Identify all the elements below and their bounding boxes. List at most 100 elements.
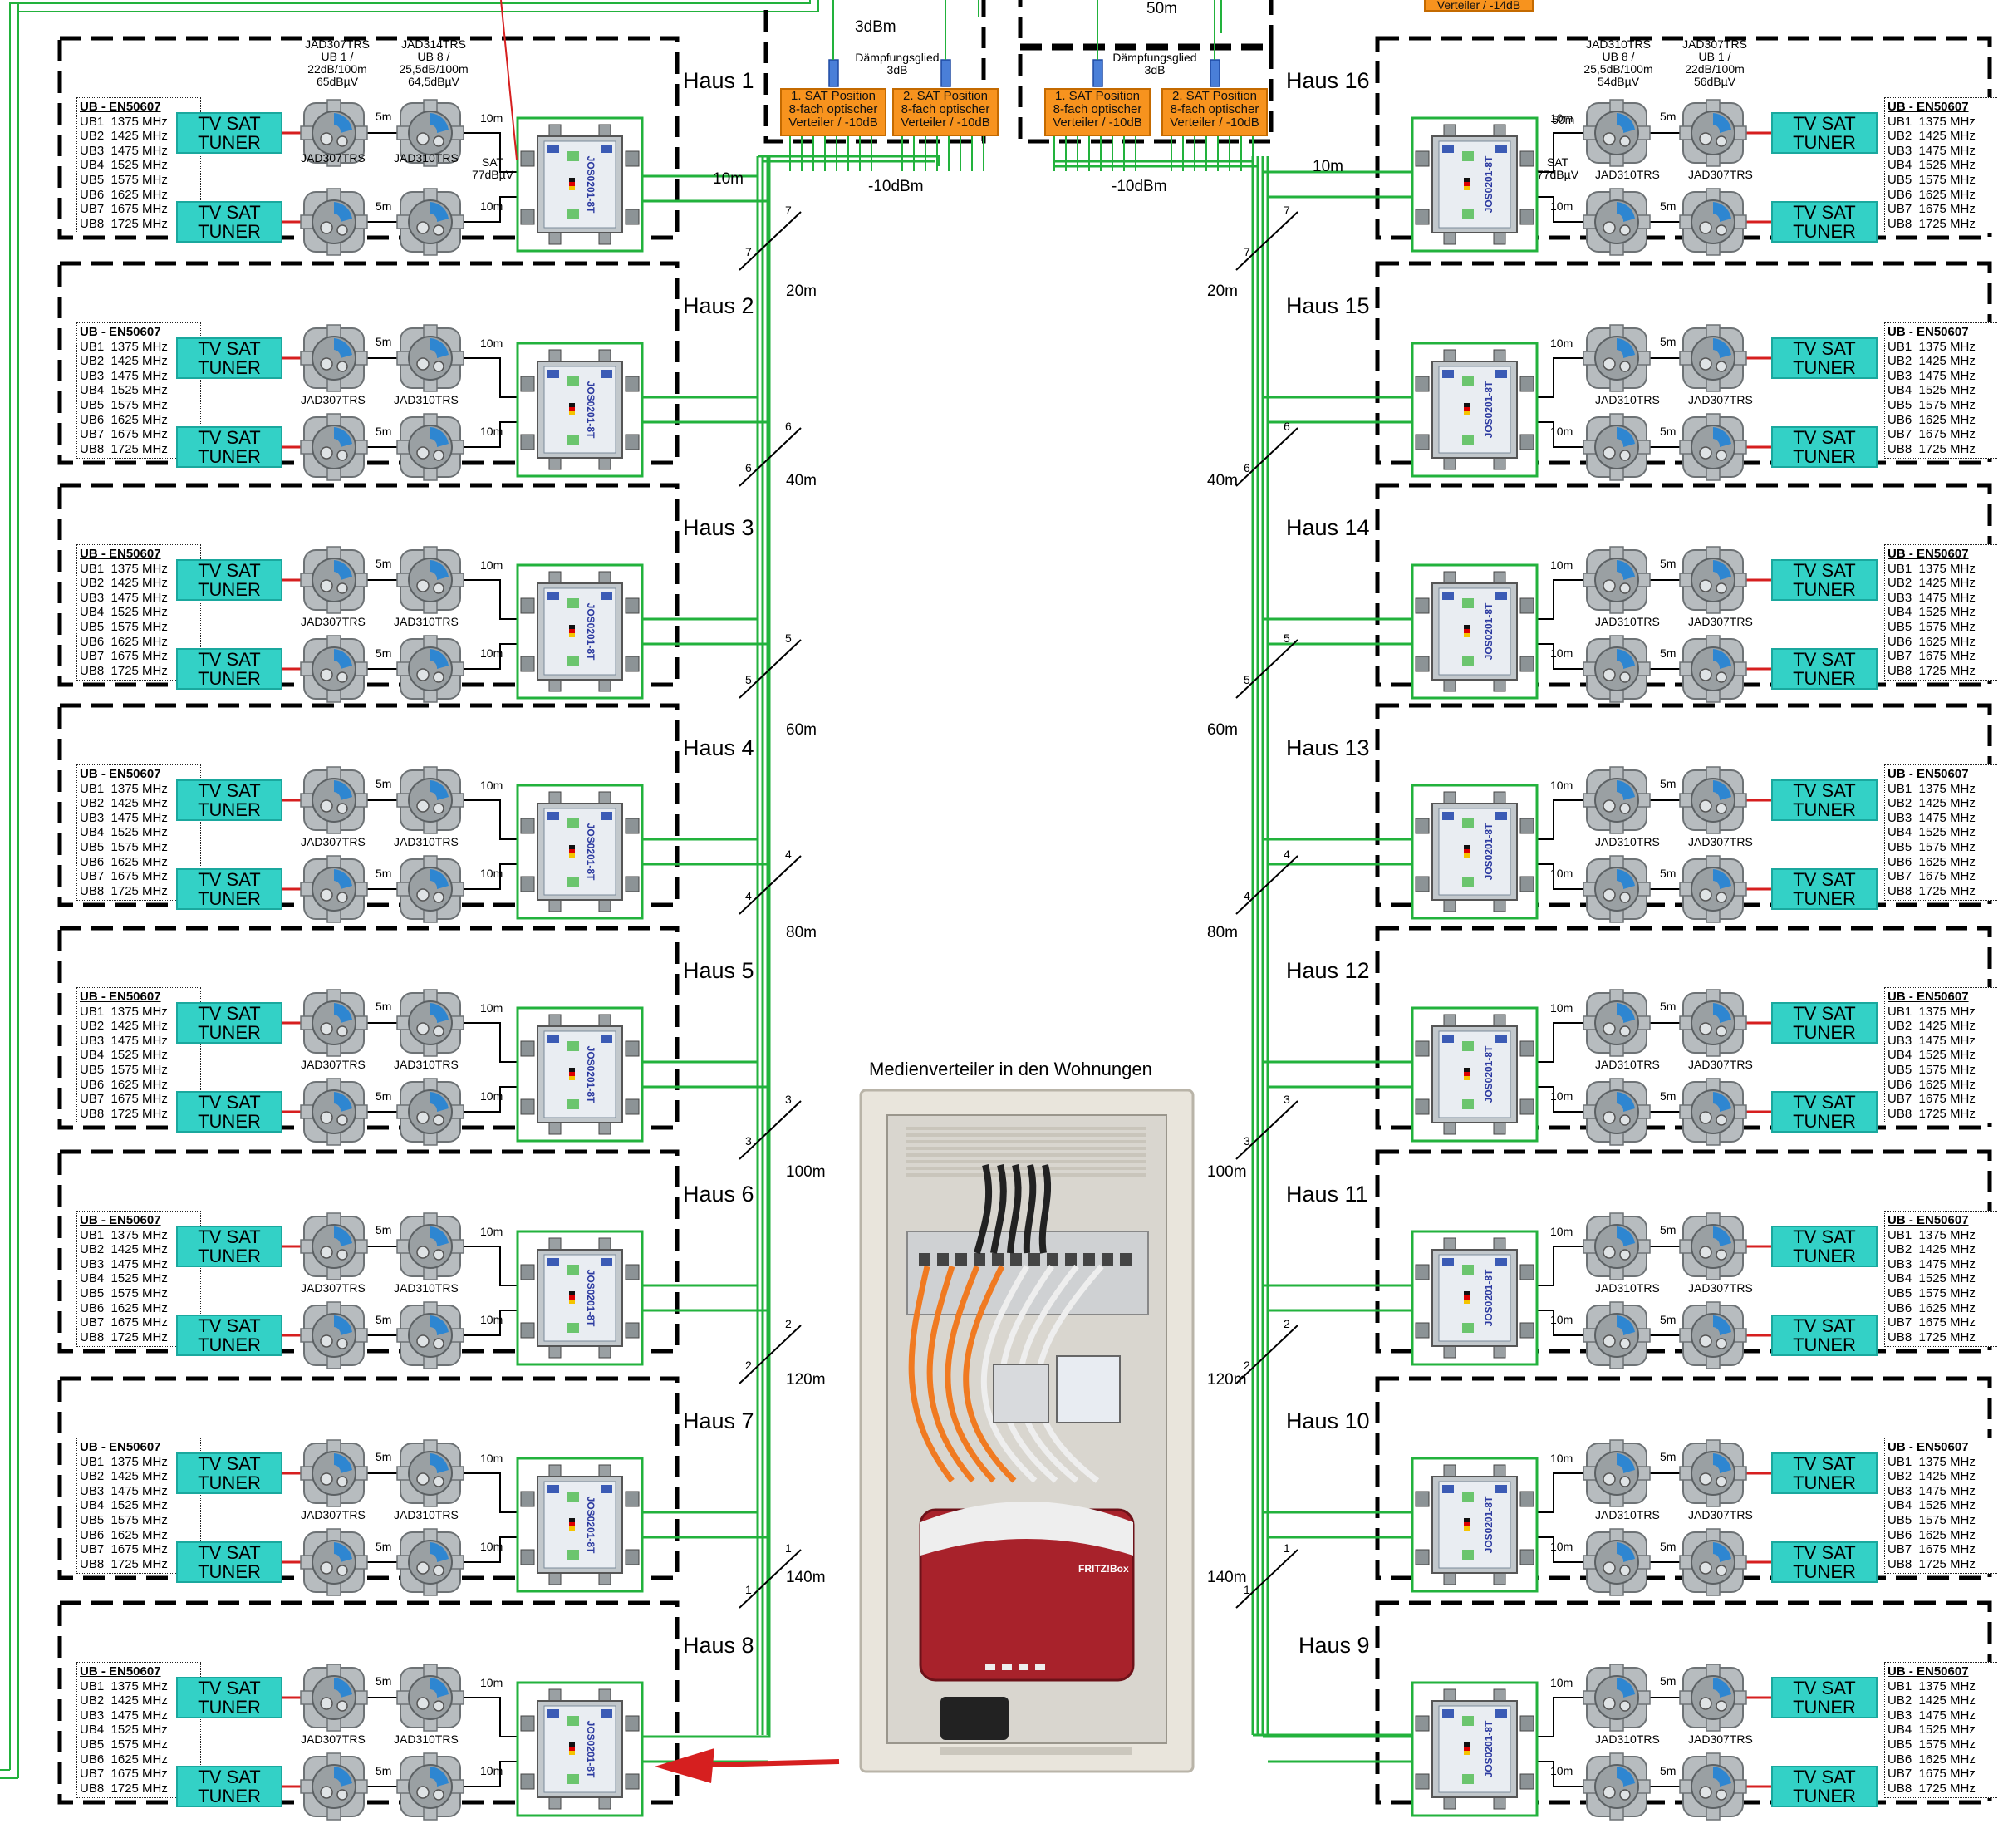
spec-line: UB 1 / — [321, 50, 354, 63]
bundle-count: 2 — [1244, 1359, 1250, 1372]
ub-list-row: UB1 1375 MHz — [80, 781, 168, 796]
tuner-line: TUNER — [198, 1561, 261, 1582]
coax-cable — [464, 1697, 517, 1737]
ub-list-row: UB7 1675 MHz — [80, 1315, 168, 1330]
coax-cable — [464, 1022, 517, 1063]
cable-length-label: 5m — [1660, 1223, 1676, 1236]
spec-line: JAD314TRS — [401, 37, 466, 51]
unicable-multiswitch: JOS0201-8T — [516, 1230, 644, 1366]
coax-cable — [464, 1761, 517, 1787]
bundle-count: 1 — [1284, 1541, 1290, 1555]
signal-level: -10dBm — [1112, 178, 1167, 195]
antenna-socket — [300, 188, 368, 256]
bundle-distance: 20m — [1207, 283, 1238, 300]
bundle-count: 6 — [745, 461, 752, 474]
coax-cable — [1537, 1086, 1583, 1113]
coax-cable — [1537, 1761, 1583, 1787]
bundle-count: 6 — [785, 420, 792, 433]
bundle-count: 4 — [785, 848, 792, 861]
ub-list-row: UB1 1375 MHz — [1888, 339, 1976, 354]
splitter-line: 2. SAT Position — [1172, 89, 1257, 103]
device-model-label: JOS0201-8T — [1483, 602, 1495, 660]
cable-length-label: 5m — [1660, 1764, 1676, 1777]
bundle-count: 2 — [785, 1317, 792, 1330]
bundle-distance: 40m — [1207, 472, 1238, 489]
house-label: Haus 9 — [1298, 1633, 1370, 1658]
ub-list-row: UB3 1475 MHz — [1888, 810, 1976, 825]
ub-list-row: UB5 1575 MHz — [80, 397, 168, 412]
tuner-line: TUNER — [1793, 1111, 1856, 1132]
socket-model-label: JAD310TRS — [394, 1058, 459, 1071]
signal-level: -10dBm — [868, 178, 924, 195]
unicable-multiswitch: JOS0201-8T — [516, 1006, 644, 1143]
splitter-line: 1. SAT Position — [791, 89, 876, 103]
tuner-line: TUNER — [198, 888, 261, 909]
ub-list-row: UB4 1525 MHz — [1888, 158, 1976, 173]
antenna-socket — [396, 546, 464, 614]
antenna-socket — [300, 1078, 368, 1146]
ub-list-row: UB4 1525 MHz — [1888, 1498, 1976, 1513]
socket-model-label: JAD307TRS — [301, 1508, 366, 1521]
tuner-line: TV SAT — [198, 560, 261, 581]
tuner-line: TUNER — [198, 221, 261, 242]
bundle-distance: 80m — [786, 924, 817, 941]
signal-level: 3dBm — [855, 18, 896, 36]
house-label: Haus 6 — [683, 1182, 754, 1207]
ub-list-row: UB6 1625 MHz — [80, 1300, 168, 1315]
bundle-count-mark — [1235, 1100, 1298, 1160]
spec-line: 25,5dB/100m — [399, 62, 469, 76]
bundle-distance: 100m — [786, 1163, 826, 1181]
socket-model-label: JAD307TRS — [1688, 835, 1753, 848]
bundle-distance: 40m — [786, 472, 817, 489]
device-model-label: JOS0201-8T — [585, 156, 596, 214]
splitter-frame-top — [1018, 0, 1274, 51]
tuner-line: TUNER — [198, 1022, 261, 1043]
antenna-socket — [300, 989, 368, 1057]
tuner-line: TUNER — [198, 1111, 261, 1132]
ub-list-title: UB - EN50607 — [80, 1213, 161, 1227]
splitter-line: Verteiler / -10dB — [1053, 116, 1142, 130]
house-label: Haus 4 — [683, 735, 754, 760]
house-label: Haus 5 — [683, 958, 754, 983]
house-frame — [57, 1376, 680, 1580]
cable-length-label: 5m — [376, 777, 392, 790]
bundle-distance: 120m — [786, 1371, 826, 1388]
tuner-line: TV SAT — [198, 780, 261, 801]
sat-feed-line — [500, 0, 518, 160]
antenna-socket — [1679, 766, 1747, 834]
tuner-line: TUNER — [1793, 1022, 1856, 1043]
ub-list-row: UB6 1625 MHz — [1888, 412, 1976, 427]
ub-list-row: UB8 1725 MHz — [80, 1106, 168, 1121]
cable-length-label: 5m — [1660, 646, 1676, 660]
tuner-line: TV SAT — [1793, 1453, 1856, 1474]
cable-length-label: 5m — [376, 557, 392, 570]
antenna-socket — [300, 1212, 368, 1280]
ub-list-row: UB4 1525 MHz — [1888, 605, 1976, 620]
ub-list-row: UB4 1525 MHz — [80, 1723, 168, 1737]
cable-length-label: 10m — [480, 425, 503, 438]
ub-list-row: UB7 1675 MHz — [1888, 1542, 1976, 1557]
bundle-count: 2 — [745, 1359, 752, 1372]
attenuator — [1210, 59, 1220, 87]
ub-list-row: UB2 1425 MHz — [80, 129, 168, 144]
tuner-line: TV SAT — [198, 1678, 261, 1698]
house-frame — [57, 1149, 680, 1354]
coax-cable — [1537, 421, 1583, 448]
antenna-socket — [1679, 1752, 1747, 1821]
tuner-line: TUNER — [1793, 132, 1856, 153]
bundle-count: 6 — [1244, 461, 1250, 474]
ub-list-row: UB4 1525 MHz — [80, 1498, 168, 1513]
cable-length-label: 10m — [1313, 158, 1343, 175]
device-model-label: JOS0201-8T — [1483, 1720, 1495, 1777]
